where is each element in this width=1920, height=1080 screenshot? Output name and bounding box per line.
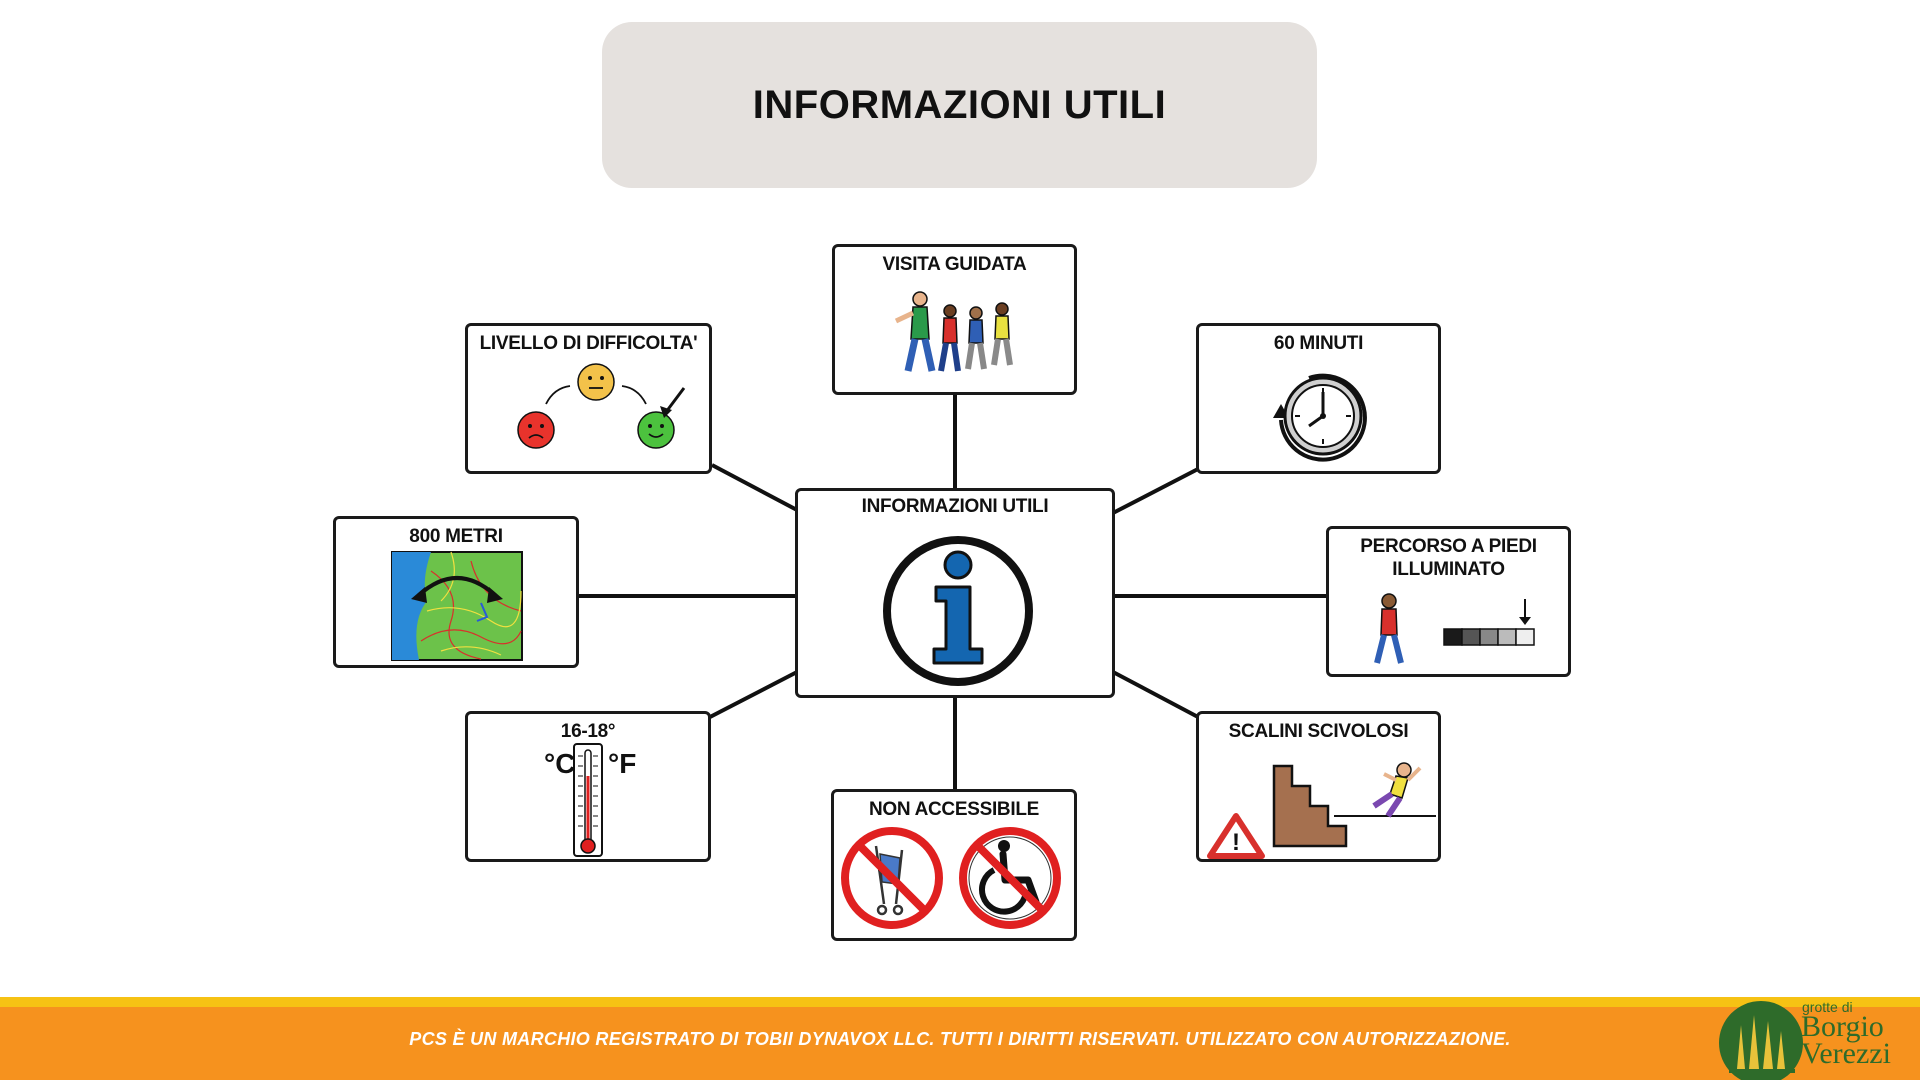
node-distance-label: 800 METRI — [409, 526, 503, 547]
fahrenheit-label: °F — [608, 748, 637, 779]
node-accessibility: NON ACCESSIBILE — [831, 789, 1077, 941]
info-icon — [883, 536, 1033, 686]
center-node-label: INFORMAZIONI UTILI — [861, 496, 1049, 517]
logo-text-small: grotte di — [1802, 999, 1853, 1015]
title-banner: INFORMAZIONI UTILI — [602, 22, 1317, 188]
brand-logo: grotte di Borgio Verezzi — [1715, 995, 1915, 1080]
thermometer-icon — [573, 743, 603, 857]
node-accessibility-label: NON ACCESSIBILE — [868, 799, 1040, 820]
slippery-steps-icon: ! — [1207, 762, 1436, 859]
page-title: INFORMAZIONI UTILI — [752, 82, 1167, 127]
node-guided-tour-label: VISITA GUIDATA — [882, 254, 1027, 275]
footer-copyright-note: PCS È UN MARCHIO REGISTRATO DI TOBII DYN… — [409, 1029, 1511, 1049]
logo-text-borgio: Borgio — [1801, 1010, 1884, 1043]
people-walking-icon — [894, 291, 1013, 372]
node-steps-label: SCALINI SCIVOLOSI — [1228, 721, 1409, 742]
node-difficulty-label: LIVELLO DI DIFFICOLTA' — [479, 333, 698, 354]
celsius-label: °C — [544, 748, 576, 779]
node-path-label: PERCORSO A PIEDI ILLUMINATO — [1360, 536, 1537, 580]
footer-accent-stripe — [0, 997, 1920, 1007]
no-wheelchair-icon — [959, 827, 1061, 929]
footer-bar: PCS È UN MARCHIO REGISTRATO DI TOBII DYN… — [0, 1007, 1920, 1080]
node-duration: 60 MINUTI — [1196, 323, 1441, 474]
node-temperature-label: 16-18° — [560, 721, 616, 742]
svg-text:!: ! — [1232, 829, 1240, 856]
logo-text-verezzi: Verezzi — [1801, 1037, 1891, 1070]
center-node: INFORMAZIONI UTILI — [795, 488, 1115, 698]
no-stroller-icon — [841, 827, 943, 929]
map-icon — [391, 551, 523, 661]
node-guided-tour: VISITA GUIDATA — [832, 244, 1077, 395]
node-path: PERCORSO A PIEDI ILLUMINATO — [1326, 526, 1571, 677]
cave-logo-icon — [1719, 1001, 1803, 1080]
lit-walkway-icon — [1374, 593, 1535, 664]
node-temperature: 16-18° °C °F — [465, 711, 711, 862]
node-distance: 800 METRI — [333, 516, 579, 668]
node-steps: SCALINI SCIVOLOSI ! — [1196, 711, 1441, 862]
difficulty-faces-icon — [517, 363, 686, 449]
node-duration-label: 60 MINUTI — [1273, 333, 1364, 354]
clock-icon — [1273, 373, 1367, 462]
node-difficulty: LIVELLO DI DIFFICOLTA' — [465, 323, 712, 474]
